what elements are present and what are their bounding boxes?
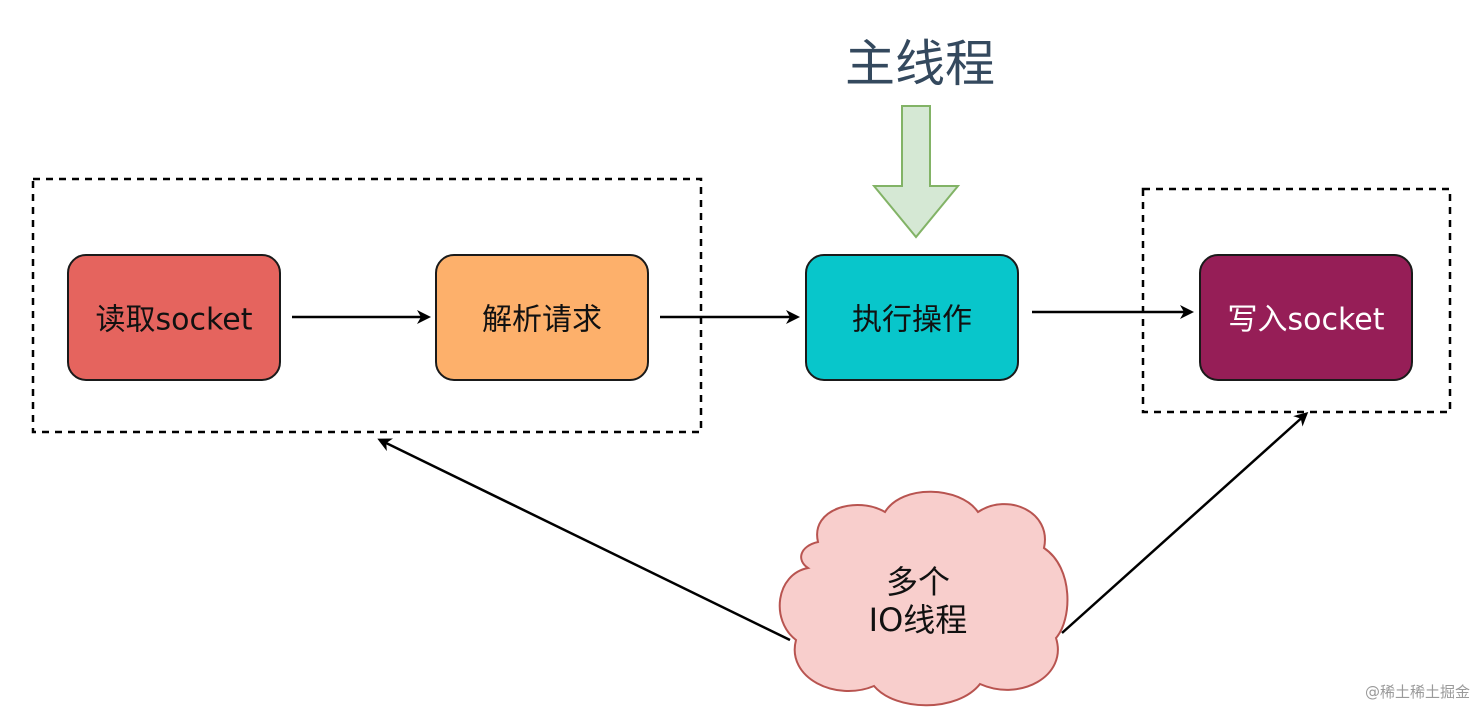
io-write-group: [1141, 187, 1452, 414]
arrow-io-to-write-group: [1061, 411, 1309, 634]
cloud-shape: [778, 490, 1069, 707]
execute-node: 执行操作: [805, 254, 1019, 381]
execute-label: 执行操作: [852, 303, 972, 338]
main-thread-label: 主线程: [845, 35, 995, 93]
io-read-parse-group: [31, 177, 703, 434]
parse-request-label: 解析请求: [482, 303, 602, 338]
arrow-io-to-read-group: [377, 438, 791, 642]
main-thread-down-arrow: [871, 105, 961, 239]
io-threads-label-line1: 多个: [886, 563, 950, 601]
write-socket-node: 写入socket: [1199, 254, 1413, 381]
read-socket-label: 读取socket: [95, 303, 252, 338]
read-socket-node: 读取socket: [67, 254, 281, 381]
watermark: @稀土稀土掘金: [1365, 683, 1470, 701]
io-threads-label-line2: IO线程: [869, 601, 968, 639]
io-threads-cloud: 多个 IO线程: [778, 490, 1069, 707]
parse-request-node: 解析请求: [435, 254, 649, 381]
write-socket-label: 写入socket: [1227, 303, 1384, 338]
